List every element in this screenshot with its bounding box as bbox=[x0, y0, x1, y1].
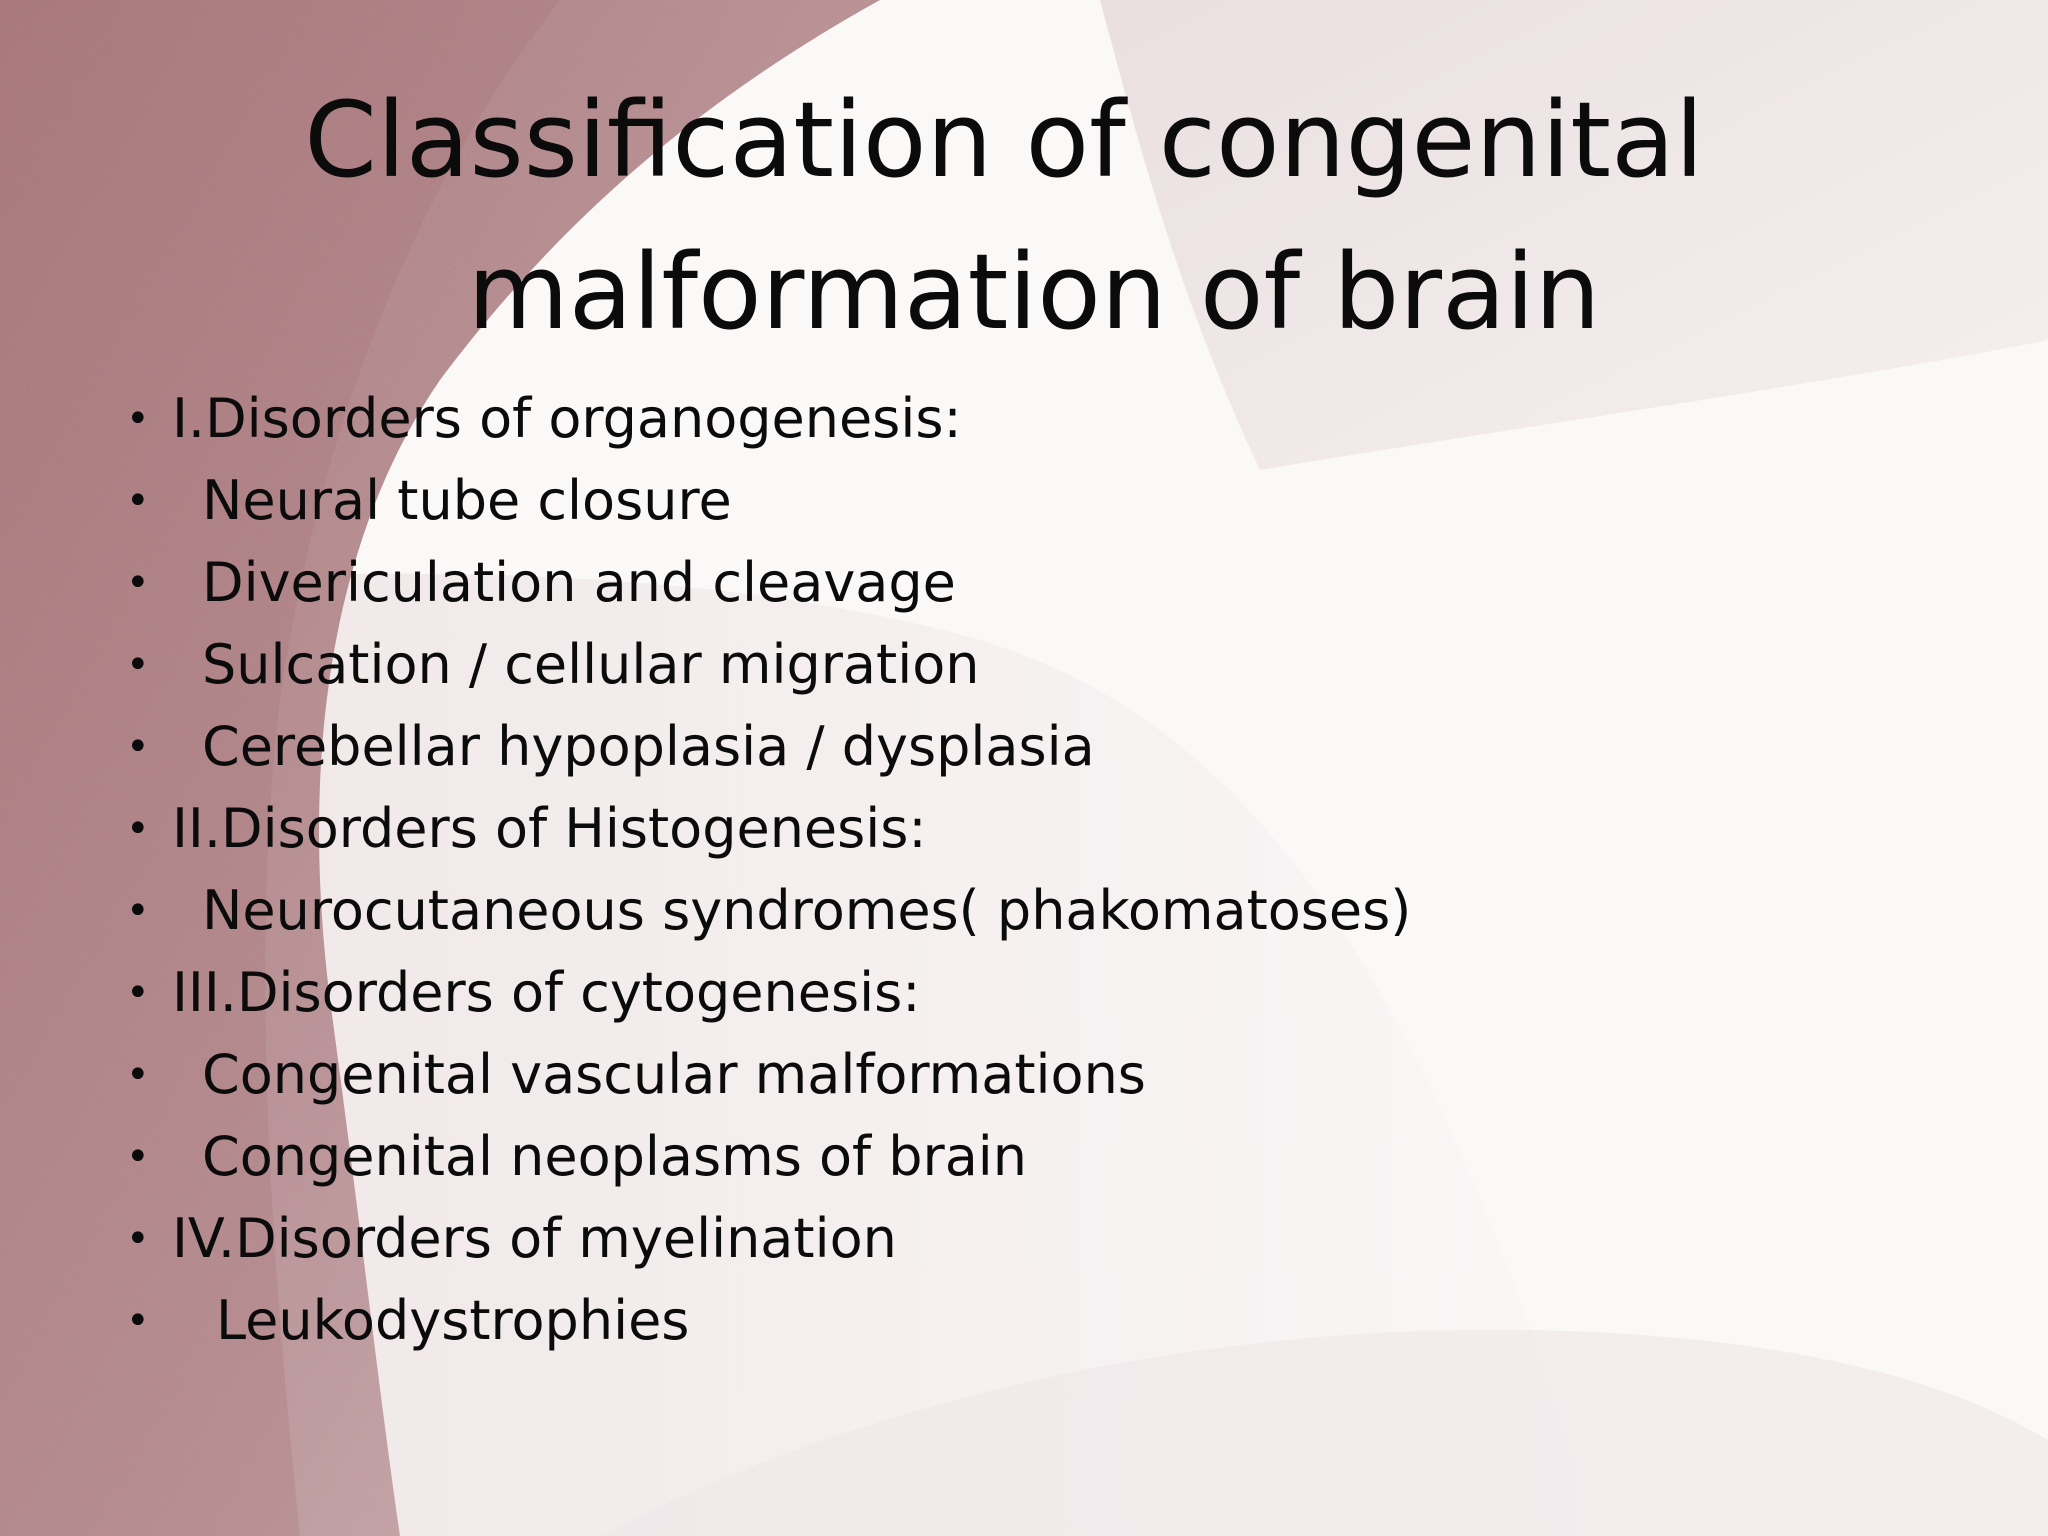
bullet-text: Leukodystrophies bbox=[216, 1289, 690, 1352]
bullet-item: • III.Disorders of cytogenesis: bbox=[120, 952, 1970, 1034]
bullet-item: • Congenital vascular malformations bbox=[120, 1034, 1970, 1116]
bullet-icon: • bbox=[126, 1052, 150, 1098]
bullet-item: • Neural tube closure bbox=[120, 460, 1970, 542]
bullet-icon: • bbox=[126, 478, 150, 524]
slide-title: Classification of congenital malformatio… bbox=[0, 64, 2048, 368]
bullet-icon: • bbox=[126, 806, 150, 852]
slide-title-line-1: Classification of congenital bbox=[304, 79, 1704, 201]
background-dark-band bbox=[0, 0, 880, 1536]
bullet-text: Divericulation and cleavage bbox=[202, 551, 956, 614]
bullet-icon: • bbox=[126, 724, 150, 770]
bullet-text: Sulcation / cellular migration bbox=[202, 633, 980, 696]
bullet-text: Neurocutaneous syndromes( phakomatoses) bbox=[202, 879, 1412, 942]
bullet-item: • II.Disorders of Histogenesis: bbox=[120, 788, 1970, 870]
bullet-item: • IV.Disorders of myelination bbox=[120, 1198, 1970, 1280]
bullet-text: II.Disorders of Histogenesis: bbox=[172, 797, 927, 860]
bullet-icon: • bbox=[126, 970, 150, 1016]
bullet-text: IV.Disorders of myelination bbox=[172, 1207, 897, 1270]
bullet-item: • Neurocutaneous syndromes( phakomatoses… bbox=[120, 870, 1970, 952]
bullet-icon: • bbox=[126, 396, 150, 442]
bullet-text: Congenital vascular malformations bbox=[202, 1043, 1146, 1106]
background-light-wave bbox=[0, 573, 1600, 1536]
bullet-text: III.Disorders of cytogenesis: bbox=[172, 961, 921, 1024]
bullet-icon: • bbox=[126, 1298, 150, 1344]
background-right-band bbox=[1100, 0, 2048, 470]
bullet-item: • Sulcation / cellular migration bbox=[120, 624, 1970, 706]
bullet-text: Neural tube closure bbox=[202, 469, 732, 532]
bullet-icon: • bbox=[126, 560, 150, 606]
bullet-text: Congenital neoplasms of brain bbox=[202, 1125, 1028, 1188]
bullet-icon: • bbox=[126, 1216, 150, 1262]
bullet-item: • Divericulation and cleavage bbox=[120, 542, 1970, 624]
bullet-text: Cerebellar hypoplasia / dysplasia bbox=[202, 715, 1095, 778]
background-bottom-wave bbox=[600, 1329, 2048, 1536]
bullet-text: I.Disorders of organogenesis: bbox=[172, 387, 962, 450]
bullet-icon: • bbox=[126, 642, 150, 688]
slide-title-line-2: malformation of brain bbox=[467, 231, 1601, 353]
bullet-icon: • bbox=[126, 1134, 150, 1180]
bullet-icon: • bbox=[126, 888, 150, 934]
bullet-list: • I.Disorders of organogenesis: • Neural… bbox=[120, 378, 1970, 1362]
bullet-item: • Leukodystrophies bbox=[120, 1280, 1970, 1362]
bullet-item: • I.Disorders of organogenesis: bbox=[120, 378, 1970, 460]
bullet-item: • Congenital neoplasms of brain bbox=[120, 1116, 1970, 1198]
background-dark-band-highlight bbox=[0, 0, 560, 1536]
bullet-item: • Cerebellar hypoplasia / dysplasia bbox=[120, 706, 1970, 788]
